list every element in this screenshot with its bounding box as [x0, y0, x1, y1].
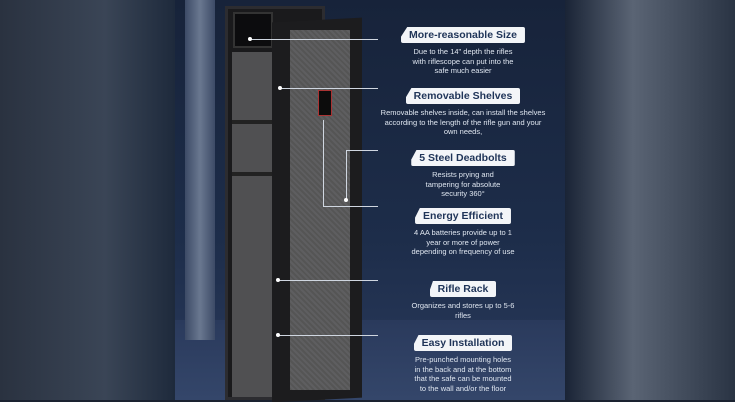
pointer-line	[280, 88, 378, 89]
feature-desc: Due to the 14" depth the rifles with rif…	[412, 47, 514, 75]
feature-title: 5 Steel Deadbolts	[411, 150, 515, 166]
pointer-line	[278, 280, 378, 281]
pointer-line	[250, 39, 378, 40]
safe-interior	[232, 52, 274, 397]
pointer-line	[278, 335, 378, 336]
feature-desc: Removable shelves inside, can install th…	[380, 108, 546, 136]
feature-title: Energy Efficient	[415, 208, 511, 224]
blurred-background-left	[0, 0, 175, 400]
pointer-dot	[276, 278, 280, 282]
feature-title: Easy Installation	[413, 335, 513, 351]
pointer-line	[323, 120, 324, 206]
feature-desc: Pre-punched mounting holes in the back a…	[414, 355, 512, 393]
door-felt-lining	[290, 30, 350, 390]
feature-title: More-reasonable Size	[401, 27, 525, 43]
pillar	[185, 0, 215, 340]
shelf	[232, 120, 274, 124]
feature-title: Rifle Rack	[429, 281, 497, 297]
feature-energy: Energy Efficient 4 AA batteries provide u…	[378, 206, 548, 257]
pointer-line	[323, 206, 378, 207]
pointer-dot	[276, 333, 280, 337]
rifle-rack	[232, 172, 274, 176]
pointer-dot	[344, 198, 348, 202]
blurred-background-right	[565, 0, 735, 400]
pointer-line	[346, 150, 378, 151]
top-lockbox	[233, 12, 273, 48]
feature-desc: 4 AA batteries provide up to 1 year or m…	[411, 228, 515, 256]
feature-title: Removable Shelves	[405, 88, 521, 104]
feature-desc: Resists prying and tampering for absolut…	[425, 170, 501, 198]
pointer-line	[346, 150, 347, 200]
keypad-icon	[318, 90, 332, 116]
feature-desc: Organizes and stores up to 5-6 rifles	[411, 301, 515, 320]
pointer-dot	[278, 86, 282, 90]
pointer-dot	[248, 37, 252, 41]
